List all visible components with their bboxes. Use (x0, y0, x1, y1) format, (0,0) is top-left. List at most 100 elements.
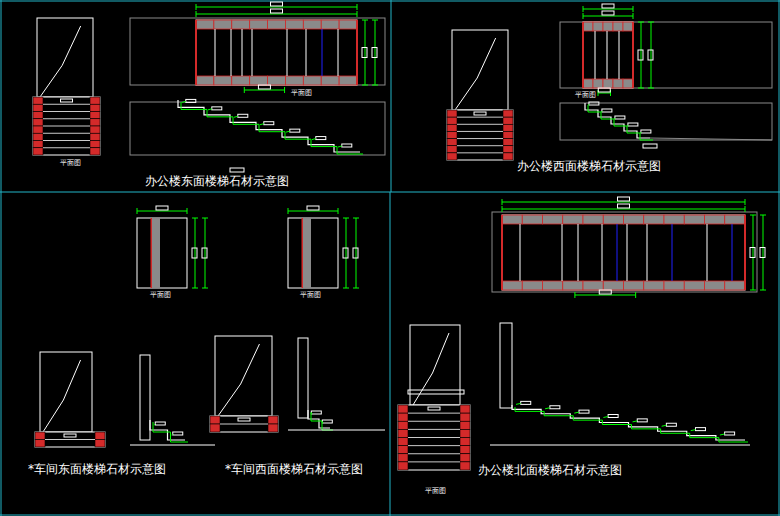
cad-line (753, 215, 754, 290)
cad-line (408, 453, 460, 454)
cad-line (502, 206, 503, 212)
cad-line (602, 224, 603, 281)
cad-rect (500, 323, 512, 408)
cad-line (632, 22, 634, 88)
cad-rect (238, 114, 248, 117)
cad-rect (615, 116, 625, 119)
cad-rect (268, 20, 286, 29)
cad-rect (583, 79, 593, 88)
cad-rect (35, 440, 45, 448)
cad-line (583, 16, 633, 17)
cad-line (362, 20, 368, 21)
cad-rect (705, 281, 725, 290)
cad-rect (602, 4, 614, 8)
cad-rect (447, 131, 457, 138)
cad-line (457, 131, 503, 132)
drawing-caption: *车间东面楼梯石材示意图 (28, 463, 166, 476)
cad-rect (40, 352, 92, 432)
cad-line (603, 417, 608, 418)
cad-rect (623, 22, 633, 31)
cad-line (633, 421, 638, 422)
cad-polyline (153, 422, 188, 442)
cad-rect (214, 76, 232, 85)
cad-line (562, 224, 563, 281)
cad-rect (664, 215, 684, 224)
cad-rect (521, 401, 531, 404)
cad-rect (268, 76, 286, 85)
cad-polyline (588, 105, 653, 140)
cad-line (745, 206, 746, 212)
cad-rect (303, 76, 321, 85)
cad-rect (288, 218, 338, 288)
cad-line (343, 288, 349, 289)
cad-rect (303, 20, 321, 29)
cad-rect (90, 119, 100, 126)
cad-line (43, 118, 90, 119)
cad-line (187, 208, 188, 214)
cad-line (588, 104, 589, 105)
cad-rect (322, 420, 332, 423)
cad-polyline (512, 405, 745, 440)
cad-line (43, 126, 90, 127)
cad-rect (250, 76, 268, 85)
cad-rect (603, 22, 613, 31)
cad-line (575, 295, 636, 296)
cad-line (408, 421, 460, 422)
cad-rect (202, 248, 207, 258)
cad-rect (503, 124, 513, 131)
cad-rect (215, 336, 272, 416)
cad-line (362, 85, 368, 86)
cad-rect (603, 79, 613, 88)
cad-line (490, 445, 750, 446)
cad-line (744, 215, 746, 290)
cad-rect (212, 107, 222, 110)
cad-rect (271, 2, 283, 6)
cad-rect (250, 20, 268, 29)
cad-line (338, 146, 342, 147)
cad-rect (307, 206, 319, 210)
cad-rect (268, 416, 278, 424)
cad-line (627, 125, 628, 126)
cad-line (638, 22, 644, 23)
cad-rect (684, 215, 704, 224)
cad-rect (33, 148, 43, 155)
cad-line (648, 22, 654, 23)
cad-rect (130, 102, 385, 155)
cad-line (338, 29, 339, 76)
cad-rect (130, 18, 385, 85)
cad-line (154, 424, 155, 425)
cad-rect (603, 281, 623, 290)
cad-rect (598, 88, 610, 92)
cad-line (357, 11, 358, 17)
cad-rect (644, 281, 664, 290)
cad-rect (503, 146, 513, 153)
cad-line (650, 138, 772, 140)
cad-line (408, 437, 460, 438)
cad-line (130, 445, 215, 446)
cad-rect (316, 137, 326, 140)
cad-polyline (150, 420, 185, 440)
cad-line (357, 4, 358, 10)
cad-rect (452, 30, 508, 110)
cad-line (375, 20, 376, 85)
cad-rect (593, 79, 603, 88)
cad-rect (33, 126, 43, 133)
cad-rect (502, 215, 745, 290)
cad-rect (408, 390, 464, 394)
cad-line (137, 208, 138, 214)
cad-rect (90, 112, 100, 119)
cad-line (574, 292, 575, 298)
cad-polyline (43, 360, 81, 432)
cad-rect (583, 215, 603, 224)
cad-polyline (311, 412, 333, 430)
cad-line (231, 29, 232, 76)
cad-rect (230, 168, 244, 172)
cad-line (192, 288, 198, 289)
cad-rect (637, 419, 647, 422)
cad-rect (95, 440, 105, 448)
cad-rect (695, 428, 705, 431)
cad-polyline (178, 100, 360, 152)
cad-line (260, 124, 264, 125)
cad-rect (583, 22, 633, 88)
cad-line (284, 87, 285, 93)
